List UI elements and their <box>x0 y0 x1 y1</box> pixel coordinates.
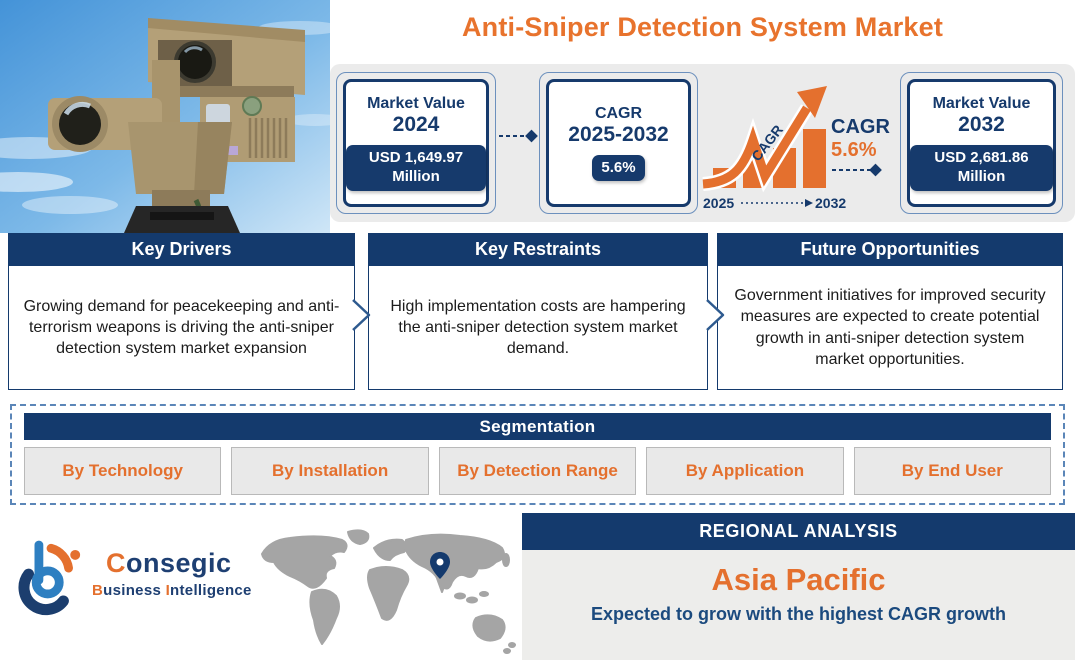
segment-by-technology: By Technology <box>24 447 222 495</box>
brand-initial: C <box>106 548 126 578</box>
subtitle-initial-i: I <box>165 582 171 599</box>
subtitle-intelligence: ntelligence <box>170 582 252 599</box>
key-restraints-panel: Key Restraints High implementation costs… <box>368 233 708 390</box>
arrow-head <box>797 86 827 118</box>
brand-rest: onsegic <box>126 548 232 578</box>
subtitle-business: usiness <box>103 582 166 599</box>
cagr-card-label: CAGR <box>594 104 643 122</box>
world-map <box>261 529 516 654</box>
segment-by-end-user: By End User <box>853 447 1052 495</box>
anti-sniper-camera-photo <box>0 0 330 233</box>
segmentation-title: Segmentation <box>24 413 1051 440</box>
region-name: Asia Pacific <box>711 562 886 597</box>
regional-analysis-header: REGIONAL ANALYSIS <box>522 513 1075 550</box>
segment-by-application: By Application <box>646 447 844 495</box>
chevron-right-icon <box>706 299 725 331</box>
consegic-logo-text: Consegic Business Intelligence <box>92 548 252 599</box>
market-value-2032-card: Market Value 2032 USD 2,681.86 Million <box>900 72 1063 214</box>
brand-name: Consegic <box>92 548 252 579</box>
growth-cagr-callout: CAGR 5.6% <box>831 116 901 162</box>
consegic-logo: Consegic Business Intelligence <box>18 534 252 622</box>
market-value-2024-year: 2024 <box>392 113 440 137</box>
market-value-2032-year: 2032 <box>958 113 1005 137</box>
subtitle-initial-b: B <box>92 582 104 599</box>
dashed-arrow-connector <box>499 129 538 143</box>
market-value-2032-value: USD 2,681.86 Million <box>910 145 1053 191</box>
segment-by-detection-range: By Detection Range <box>438 447 637 495</box>
cloud-shapes <box>0 21 330 214</box>
market-value-2024-card: Market Value 2024 USD 1,649.97 Million <box>336 72 496 214</box>
dashed-arrow-connector <box>832 163 882 177</box>
key-drivers-text: Growing demand for peacekeeping and anti… <box>8 266 355 390</box>
key-drivers-panel: Key Drivers Growing demand for peacekeep… <box>8 233 355 390</box>
consegic-logo-icon <box>18 540 81 616</box>
growth-cagr-value: 5.6% <box>831 139 877 161</box>
future-opportunities-text: Government initiatives for improved secu… <box>717 266 1063 390</box>
key-restraints-text: High implementation costs are hampering … <box>368 266 708 390</box>
market-value-2024-label: Market Value <box>367 95 465 113</box>
cagr-card-period: 2025-2032 <box>568 122 669 146</box>
cagr-card: CAGR 2025-2032 5.6% <box>539 72 698 214</box>
market-value-2032-label: Market Value <box>932 95 1031 113</box>
growth-bar-chart-graphic: CAGR 2025 2032 <box>702 86 846 211</box>
cagr-card-value: 5.6% <box>592 154 645 182</box>
regional-analysis-section: REGIONAL ANALYSIS Asia Pacific Expected … <box>522 513 1075 660</box>
brand-subtitle: Business Intelligence <box>92 582 252 599</box>
year-end-label: 2032 <box>815 195 846 211</box>
key-restraints-title: Key Restraints <box>368 233 708 266</box>
chevron-right-icon <box>352 299 371 331</box>
year-start-label: 2025 <box>703 195 734 211</box>
future-opportunities-title: Future Opportunities <box>717 233 1063 266</box>
page-title: Anti-Sniper Detection System Market <box>461 12 944 42</box>
segment-by-installation: By Installation <box>231 447 429 495</box>
future-opportunities-panel: Future Opportunities Government initiati… <box>717 233 1063 390</box>
market-value-2024-value: USD 1,649.97 Million <box>346 145 486 191</box>
segmentation-section: Segmentation By Technology By Installati… <box>10 404 1065 505</box>
region-note: Expected to grow with the highest CAGR g… <box>590 604 1006 624</box>
growth-cagr-label: CAGR <box>831 116 890 138</box>
location-pin-icon <box>430 552 450 579</box>
camera-device <box>48 18 305 233</box>
key-drivers-title: Key Drivers <box>8 233 355 266</box>
